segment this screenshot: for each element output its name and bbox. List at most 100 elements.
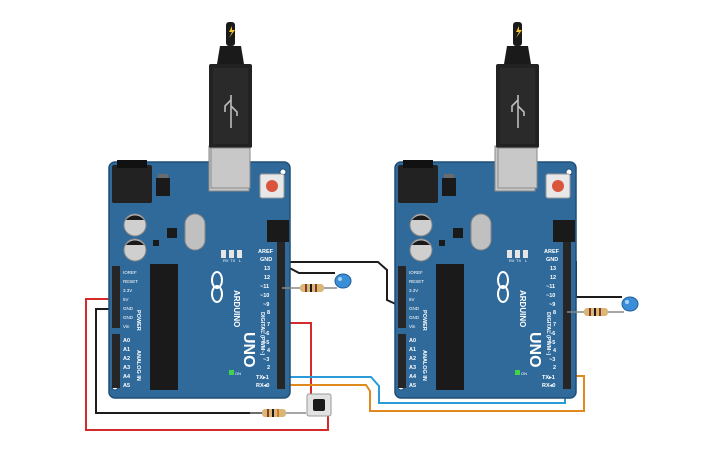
rx-label: RX: [223, 258, 229, 263]
usb-cable-1[interactable]: [209, 22, 252, 189]
digital-label: DIGITAL (PWM~): [545, 312, 551, 356]
svg-text:A3: A3: [123, 365, 130, 371]
svg-text:GND: GND: [546, 257, 558, 263]
svg-text:~3: ~3: [549, 357, 555, 363]
svg-text:13: 13: [550, 266, 556, 272]
wire-black-gnd-link[interactable]: [282, 261, 401, 307]
svg-text:8: 8: [553, 310, 556, 316]
svg-text:GND: GND: [260, 257, 272, 263]
digital-pin-labels: AREF GND 13 12 ~11 ~10 ~9 8 7 ~6 ~5 4 ~3…: [256, 249, 274, 389]
led-board2-pin9[interactable]: [567, 296, 639, 316]
svg-text:AREF: AREF: [544, 249, 560, 255]
arduino-board-2[interactable]: RX TX L ON ARDUINO UNO DIGITAL (PWM~) PO…: [394, 145, 577, 399]
wire-red-pin7[interactable]: [282, 322, 312, 394]
svg-text:A4: A4: [123, 374, 131, 380]
power-label: POWER: [135, 310, 141, 331]
svg-text:~10: ~10: [546, 293, 555, 299]
svg-text:4: 4: [553, 348, 557, 354]
on-led: [229, 370, 234, 375]
power-pin-labels: IOREF RESET 3.3V 5V GND GND Vin: [409, 270, 424, 329]
power-bolt-icon: [516, 26, 522, 38]
dc-jack: [398, 165, 438, 203]
digital-label: DIGITAL (PWM~): [259, 312, 265, 356]
analog-label: ANALOG IN: [421, 350, 427, 381]
svg-text:IOREF: IOREF: [409, 270, 423, 275]
svg-text:AREF: AREF: [258, 249, 274, 255]
svg-text:12: 12: [550, 275, 556, 281]
svg-text:~5: ~5: [263, 340, 269, 346]
svg-text:~5: ~5: [549, 340, 555, 346]
svg-text:~11: ~11: [546, 284, 555, 290]
svg-text:4: 4: [267, 348, 271, 354]
model-label: UNO: [240, 332, 257, 368]
power-header: [112, 266, 120, 328]
svg-text:12: 12: [264, 275, 270, 281]
l-label: L: [239, 258, 242, 263]
pushbutton[interactable]: [306, 393, 332, 417]
svg-text:A2: A2: [123, 356, 130, 362]
svg-text:A5: A5: [123, 383, 130, 389]
svg-text:A1: A1: [409, 347, 416, 353]
svg-text:5V: 5V: [409, 297, 415, 302]
analog-label: ANALOG IN: [135, 350, 141, 381]
svg-text:A2: A2: [409, 356, 416, 362]
svg-text:A3: A3: [409, 365, 416, 371]
svg-text:2: 2: [553, 365, 556, 371]
svg-text:~9: ~9: [549, 302, 555, 308]
svg-text:5V: 5V: [123, 297, 129, 302]
svg-text:RX◂0: RX◂0: [256, 383, 269, 389]
led-board1-pin11[interactable]: [282, 273, 352, 292]
svg-text:Vin: Vin: [123, 324, 130, 329]
power-bolt-icon: [229, 26, 235, 38]
power-header: [398, 266, 406, 328]
svg-text:8: 8: [267, 310, 270, 316]
svg-text:A4: A4: [409, 374, 417, 380]
usb-symbol-icon: [511, 95, 525, 128]
digital-header: [277, 242, 285, 389]
power-pin-labels: IOREF RESET 3.3V 5V GND GND Vin: [123, 270, 138, 329]
svg-text:~6: ~6: [549, 331, 555, 337]
resistor-pulldown[interactable]: [250, 409, 306, 417]
svg-text:Vin: Vin: [409, 324, 416, 329]
svg-text:GND: GND: [123, 315, 134, 320]
dc-jack: [112, 165, 152, 203]
svg-text:RESET: RESET: [409, 279, 424, 284]
brand-label: ARDUINO: [518, 290, 527, 327]
svg-text:13: 13: [264, 266, 270, 272]
wire-black-gnd-board1[interactable]: [95, 308, 262, 414]
tx-label: TX: [516, 258, 521, 263]
svg-text:TX▸1: TX▸1: [256, 375, 269, 381]
digital-pin-labels: AREF GND 13 12 ~11 ~10 ~9 8 7 ~6 ~5 4 ~3…: [542, 249, 560, 389]
on-label: ON: [521, 371, 527, 376]
svg-text:A0: A0: [409, 338, 416, 344]
analog-pin-labels: A0 A1 A2 A3 A4 A5: [409, 338, 417, 389]
svg-text:RESET: RESET: [123, 279, 138, 284]
wire-orange-serial[interactable]: [282, 375, 585, 412]
svg-text:~9: ~9: [263, 302, 269, 308]
svg-text:3.3V: 3.3V: [123, 288, 132, 293]
on-label: ON: [235, 371, 241, 376]
rx-label: RX: [509, 258, 515, 263]
svg-text:A0: A0: [123, 338, 130, 344]
arduino-board-1[interactable]: RX TX L ON ARDUINO UNO DIGITAL (PWM~) PO…: [108, 145, 291, 399]
svg-text:RX◂0: RX◂0: [542, 383, 555, 389]
svg-text:TX▸1: TX▸1: [542, 375, 555, 381]
l-label: L: [525, 258, 528, 263]
mcu-chip: [150, 264, 178, 390]
usb-symbol-icon: [224, 95, 238, 128]
mcu-chip: [436, 264, 464, 390]
usb-cable-2[interactable]: [496, 22, 539, 189]
svg-text:A1: A1: [123, 347, 130, 353]
svg-text:2: 2: [267, 365, 270, 371]
power-label: POWER: [421, 310, 427, 331]
svg-text:3.3V: 3.3V: [409, 288, 418, 293]
svg-text:~11: ~11: [260, 284, 269, 290]
svg-text:GND: GND: [409, 315, 420, 320]
tx-label: TX: [230, 258, 235, 263]
svg-text:GND: GND: [123, 306, 134, 311]
svg-text:7: 7: [553, 322, 556, 328]
analog-header: [112, 334, 120, 388]
svg-text:~6: ~6: [263, 331, 269, 337]
analog-pin-labels: A0 A1 A2 A3 A4 A5: [123, 338, 131, 389]
